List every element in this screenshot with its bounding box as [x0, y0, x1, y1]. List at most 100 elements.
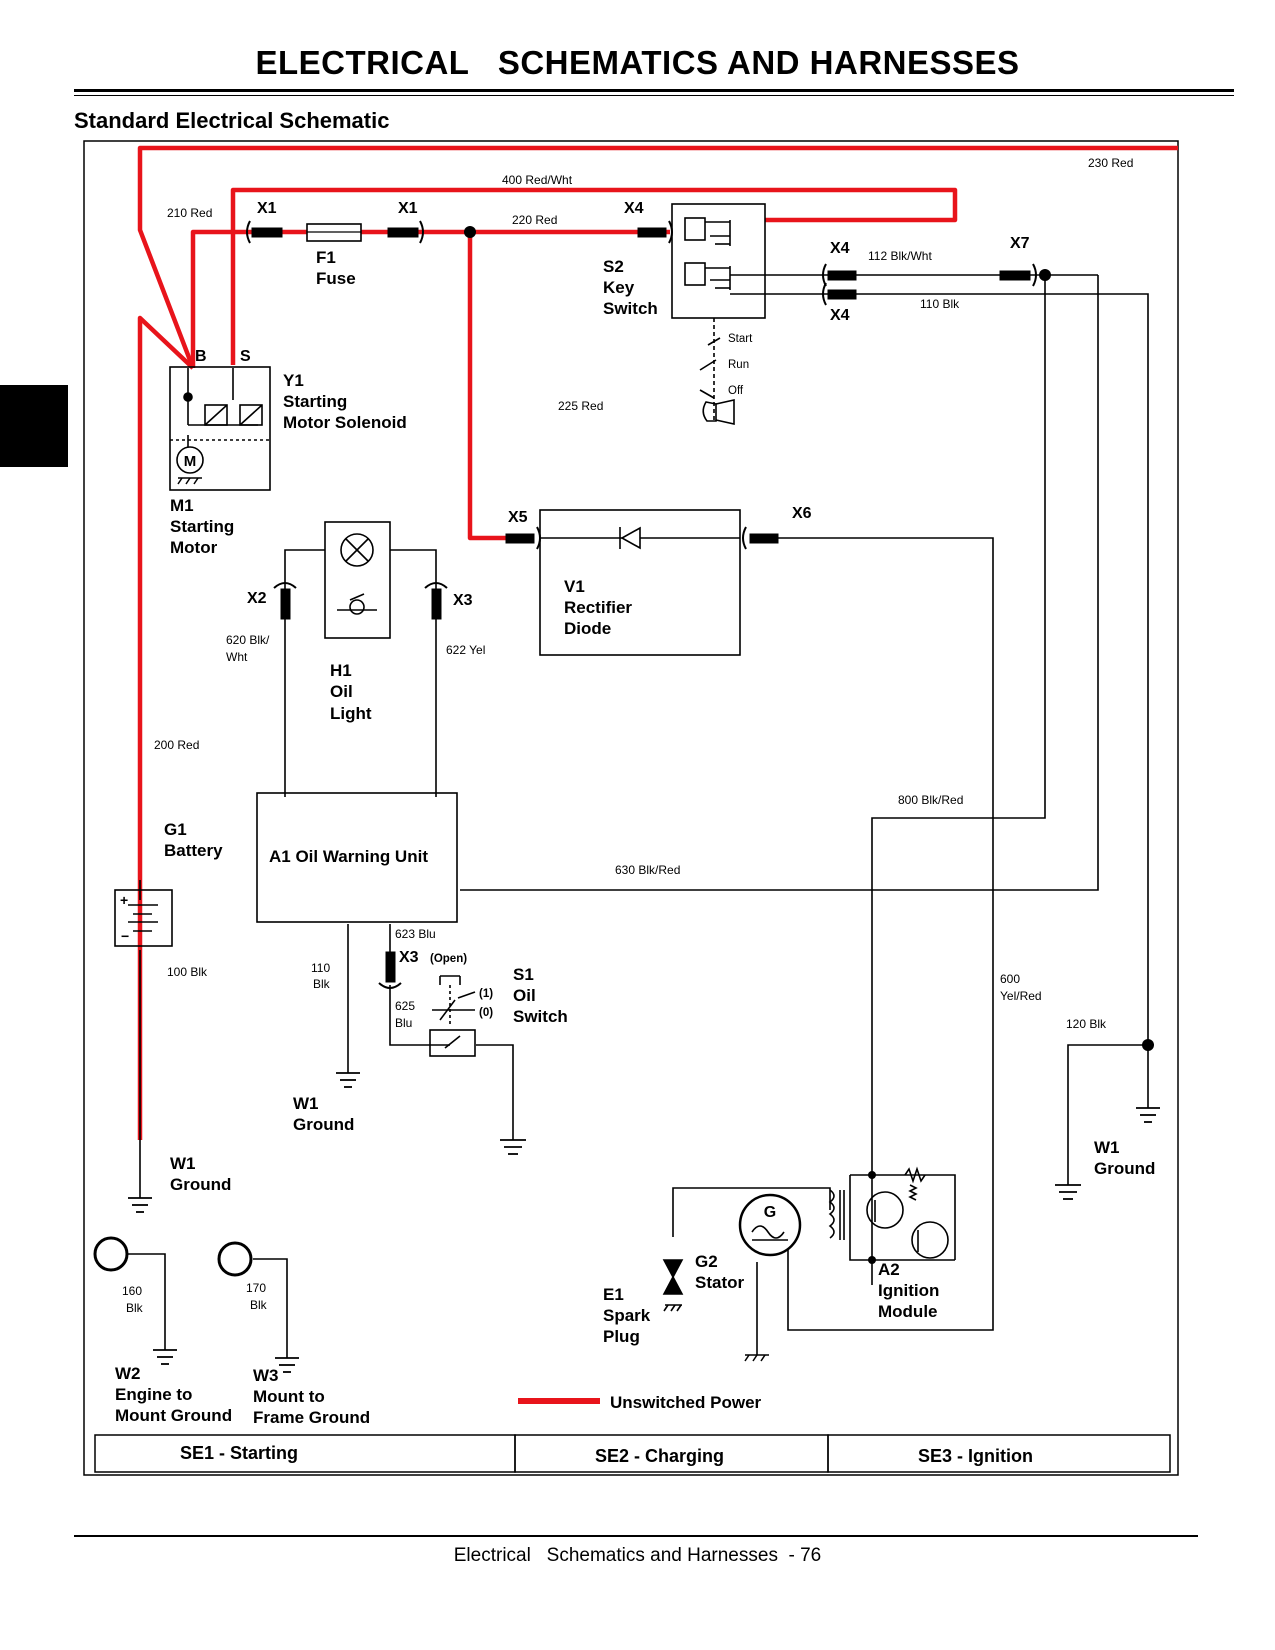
motor-symbol: M [184, 453, 197, 470]
section-box-se1 [94, 1434, 516, 1473]
ground-icon [500, 1139, 526, 1155]
wire-label-120: 120 Blk [1066, 1017, 1107, 1031]
connector-x4b [827, 270, 857, 281]
e1-label-3: Plug [603, 1327, 640, 1346]
section-box-se3 [827, 1434, 1171, 1473]
wire-120 [1067, 1044, 1148, 1185]
connector-label-x4a: X4 [624, 200, 644, 217]
connector-label-x1b: X1 [398, 200, 418, 217]
s2-label-2: Key [603, 278, 635, 297]
wire-label-622: 622 Yel [446, 643, 485, 657]
connector-x4c [827, 289, 857, 300]
connector-label-x4c: X4 [830, 307, 850, 324]
diode-icon [540, 526, 740, 550]
m1-label-2: Starting [170, 517, 234, 536]
g1-label-1: G1 [164, 820, 187, 839]
wire-label-623: 623 Blu [395, 927, 436, 941]
legend-label-unswitched: Unswitched Power [610, 1393, 762, 1412]
wire-spark [672, 1187, 831, 1237]
wire-label-600b: Yel/Red [1000, 989, 1042, 1003]
section-label-se2: SE2 - Charging [595, 1446, 724, 1466]
wire-620 [284, 549, 325, 595]
connectors [246, 220, 1037, 989]
w1-right-label-2: Ground [1094, 1159, 1155, 1178]
wire-625 [389, 985, 450, 1046]
motor-icon [176, 446, 204, 474]
connector-x3a [431, 588, 442, 620]
connector-label-x3a: X3 [453, 592, 473, 609]
y1-label-1: Y1 [283, 371, 304, 390]
wire-630 [460, 275, 1099, 891]
wire-label-112: 112 Blk/Wht [868, 249, 932, 263]
wire-label-110: 110 Blk [920, 297, 960, 311]
wire-label-225: 225 Red [558, 399, 603, 413]
s2-pos-off: Off [728, 385, 744, 397]
ground-icon [1136, 1107, 1160, 1123]
a1-label: A1 Oil Warning Unit [269, 847, 428, 866]
ground-icon [336, 1072, 360, 1088]
oil-light-icon [324, 521, 391, 639]
g2-label-2: Stator [695, 1273, 745, 1292]
e1-label-1: E1 [603, 1285, 624, 1304]
chapter-tab [0, 385, 68, 467]
w2-label-3: Mount Ground [115, 1406, 232, 1425]
wire-160 [128, 1253, 166, 1350]
w1-center-label-2: Ground [293, 1115, 354, 1134]
wire-400-red-wht [230, 187, 958, 365]
splice-dot [1142, 1039, 1154, 1051]
signal-wires [128, 274, 1149, 1358]
wire-label-160b: Blk [126, 1301, 144, 1315]
w1-left-label-2: Ground [170, 1175, 231, 1194]
connector-label-x7: X7 [1010, 235, 1030, 252]
oil-switch-icon [429, 975, 476, 1057]
w1-right-label-1: W1 [1094, 1138, 1120, 1157]
connector-label-x2: X2 [247, 590, 267, 607]
a2-label-2: Ignition [878, 1281, 939, 1300]
section-label-se1: SE1 - Starting [180, 1443, 298, 1463]
wire-label-625: 625 [395, 999, 415, 1013]
key-switch-icon [671, 203, 766, 425]
wire-200-red [137, 315, 195, 1140]
ground-icon [1055, 1184, 1081, 1200]
connector-label-x1a: X1 [257, 200, 277, 217]
connector-x6 [749, 533, 779, 544]
section-label-se3: SE3 - Ignition [918, 1446, 1033, 1466]
wire-label-630: 630 Blk/Red [615, 863, 680, 877]
wire-label-100: 100 Blk [167, 965, 208, 979]
wire-label-800: 800 Blk/Red [898, 793, 963, 807]
connector-label-x4b: X4 [830, 240, 850, 257]
terminal-label-s: S [240, 348, 251, 365]
connector-label-open: (Open) [430, 953, 467, 965]
s1-label-3: Switch [513, 1007, 568, 1026]
wire-225-red [467, 232, 510, 541]
connector-label-x6: X6 [792, 505, 812, 522]
connector-x5 [505, 533, 535, 544]
header-rule-thin [74, 95, 1234, 96]
ground-icon [177, 477, 202, 485]
battery-icon [114, 880, 173, 947]
v1-label-1: V1 [564, 577, 585, 596]
wire-label-400: 400 Red/Wht [502, 173, 573, 187]
e1-label-2: Spark [603, 1306, 651, 1325]
stator-symbol: G [764, 1204, 776, 1221]
y1-label-2: Starting [283, 392, 347, 411]
wire-170 [253, 1258, 288, 1358]
solenoid-icon [169, 366, 271, 491]
ring-terminal-icon [93, 1236, 129, 1272]
page-footer: Electrical Schematics and Harnesses - 76 [453, 1545, 822, 1566]
w3-label-3: Frame Ground [253, 1408, 370, 1427]
connector-x1a [251, 227, 283, 238]
s2-pos-start: Start [728, 333, 753, 345]
splice-dot [868, 1256, 876, 1264]
wire-label-625b: Blu [395, 1016, 412, 1030]
splice-dot [868, 1171, 876, 1179]
w1-left-label-1: W1 [170, 1154, 196, 1173]
f1-label-1: F1 [316, 248, 336, 267]
g2-label-1: G2 [695, 1252, 718, 1271]
diagram-frame [83, 140, 1179, 1476]
wire-230-red [137, 145, 1178, 369]
ground-icon [128, 1197, 152, 1213]
connector-x4a [637, 227, 667, 238]
h1-label-3: Light [330, 704, 372, 723]
